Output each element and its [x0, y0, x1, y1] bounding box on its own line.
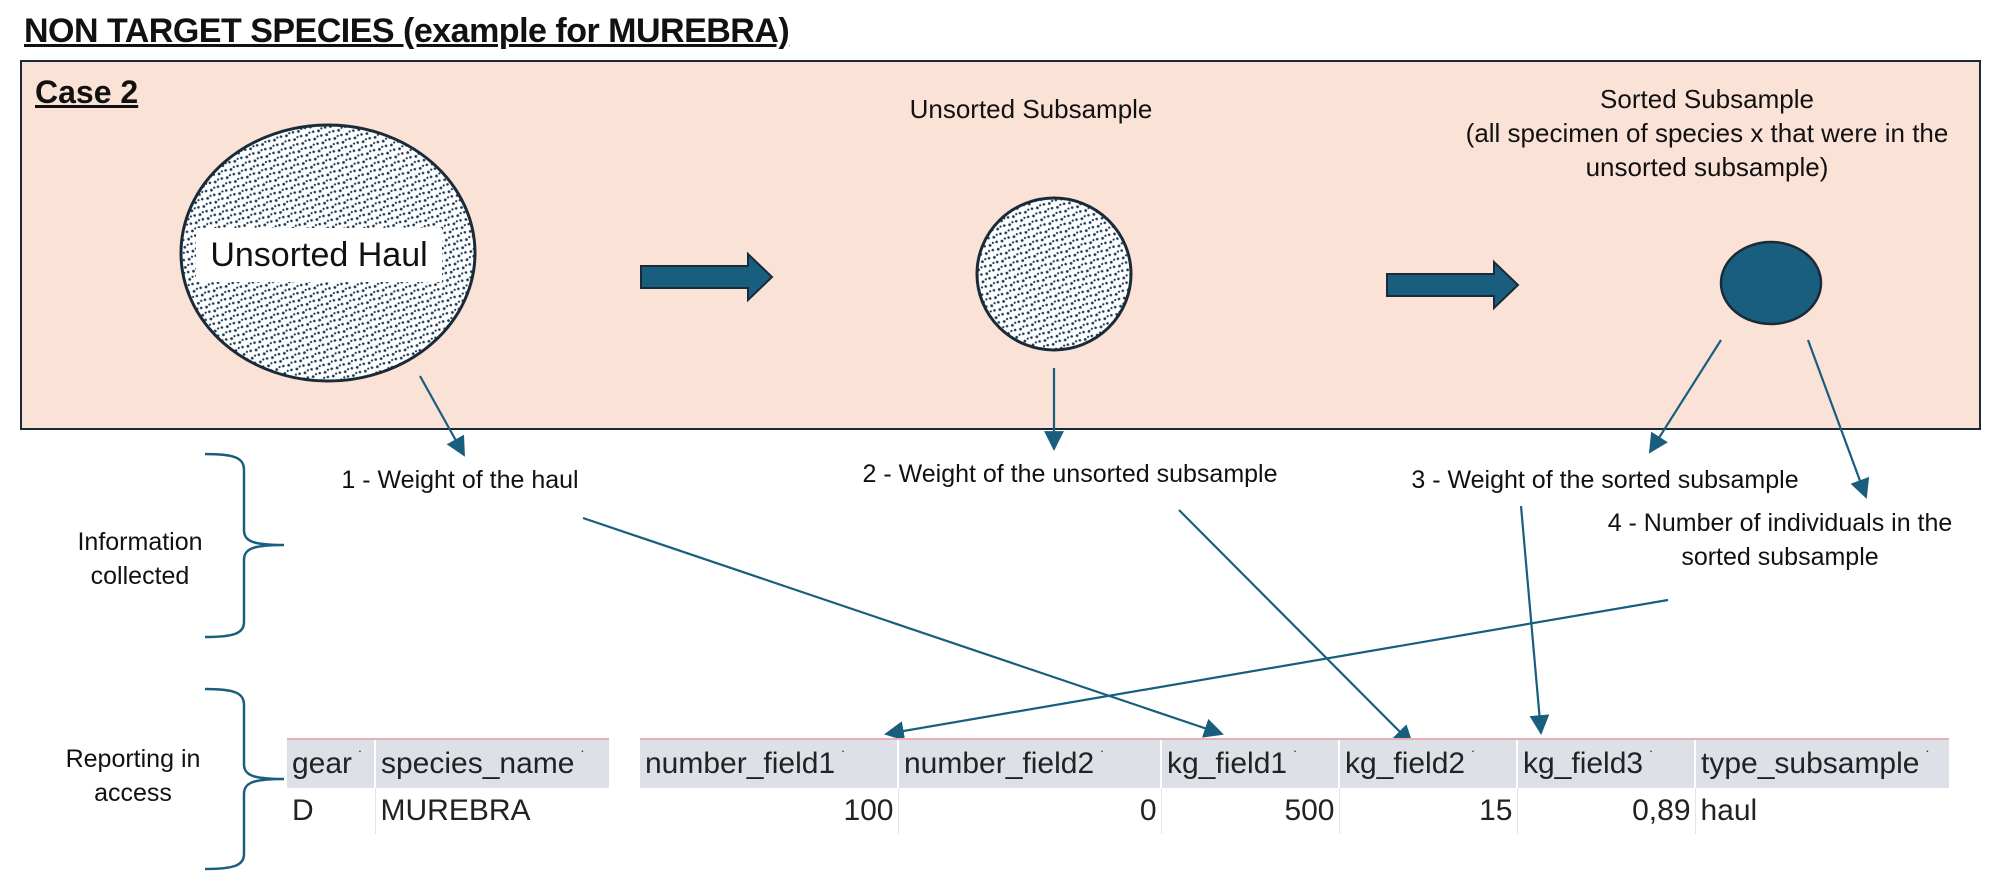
cell-species-name[interactable]: MUREBRA — [374, 788, 609, 834]
arrow-item2-to-kg-field2 — [1178, 509, 1414, 746]
column-header-gear[interactable]: gear˙ — [287, 738, 375, 788]
block-arrow-2 — [1386, 259, 1520, 311]
unsorted-haul-label: Unsorted Haul — [196, 228, 442, 282]
sorted-subsample-label: Sorted Subsample — [1600, 84, 1814, 114]
cell-kg-field3[interactable]: 0,89 — [1516, 788, 1695, 834]
table-row: 100 0 500 15 0,89 haul — [640, 788, 1949, 834]
sorted-subsample-note-line2: unsorted subsample) — [1585, 152, 1829, 182]
unsorted-subsample-label: Unsorted Subsample — [909, 94, 1153, 124]
block-arrow-1 — [640, 251, 774, 303]
fields-table-header-row: number_field1˙ number_field2˙ kg_field1˙… — [640, 738, 1949, 788]
cell-kg-field2[interactable]: 15 — [1338, 788, 1517, 834]
table-row: D MUREBRA — [287, 788, 609, 834]
info-item-1: 1 - Weight of the haul — [341, 466, 579, 494]
cell-gear[interactable]: D — [292, 794, 314, 827]
species-table-header-row: gear˙ species_name˙ — [287, 738, 609, 788]
unsorted-subsample-circle — [975, 196, 1133, 352]
brace-reporting-access — [204, 687, 285, 871]
sorted-subsample-note-line1: (all specimen of species x that were in … — [1465, 118, 1949, 148]
cell-number-field2[interactable]: 0 — [897, 788, 1161, 834]
info-item-4-line1: 4 - Number of individuals in the — [1607, 509, 1953, 537]
brace-information-collected — [204, 452, 285, 639]
sort-dropdown-icon[interactable]: ˙ — [358, 749, 364, 766]
column-header-kg-field3[interactable]: kg_field3˙ — [1516, 738, 1695, 788]
arrow-haul-to-item1 — [419, 375, 465, 457]
side-label-info-line1: Information — [77, 528, 203, 556]
column-header-number-field2[interactable]: number_field2˙ — [897, 738, 1161, 788]
info-item-4-line2: sorted subsample — [1681, 543, 1879, 571]
sort-dropdown-icon[interactable]: ˙ — [1471, 749, 1477, 766]
sort-dropdown-icon[interactable]: ˙ — [1293, 749, 1299, 766]
cell-kg-field1[interactable]: 500 — [1160, 788, 1339, 834]
side-label-report-line1: Reporting in — [65, 745, 201, 773]
sort-dropdown-icon[interactable]: ˙ — [1925, 749, 1931, 766]
cell-type-subsample[interactable]: haul — [1694, 788, 1949, 834]
side-label-info-line2: collected — [90, 562, 190, 590]
fields-table: number_field1˙ number_field2˙ kg_field1˙… — [640, 738, 1949, 834]
case-label: Case 2 — [35, 74, 139, 110]
sort-dropdown-icon[interactable]: ˙ — [1100, 749, 1106, 766]
arrow-item4-to-number-field1 — [884, 598, 1669, 741]
info-item-2: 2 - Weight of the unsorted subsample — [862, 460, 1278, 488]
arrow-sorted-to-item3 — [1648, 339, 1722, 454]
species-table: gear˙ species_name˙ D MUREBRA — [287, 738, 609, 834]
info-item-3: 3 - Weight of the sorted subsample — [1411, 466, 1799, 494]
page-title: NON TARGET SPECIES (example for MUREBRA) — [24, 12, 790, 50]
sort-dropdown-icon[interactable]: ˙ — [580, 749, 586, 766]
column-header-type-subsample[interactable]: type_subsample˙ — [1694, 738, 1949, 788]
arrow-item1-to-kg-field1 — [582, 516, 1224, 738]
column-header-kg-field2[interactable]: kg_field2˙ — [1338, 738, 1517, 788]
arrow-item3-to-kg-field3 — [1519, 505, 1550, 735]
cell-number-field1[interactable]: 100 — [843, 794, 894, 827]
column-header-species-name[interactable]: species_name˙ — [374, 738, 609, 788]
column-header-number-field1[interactable]: number_field1˙ — [640, 738, 898, 788]
sort-dropdown-icon[interactable]: ˙ — [1649, 749, 1655, 766]
side-label-report-line2: access — [94, 779, 172, 807]
sort-dropdown-icon[interactable]: ˙ — [841, 749, 847, 766]
column-header-kg-field1[interactable]: kg_field1˙ — [1160, 738, 1339, 788]
arrow-sorted-to-item4 — [1806, 339, 1870, 499]
sorted-subsample-ellipse — [1719, 240, 1823, 326]
